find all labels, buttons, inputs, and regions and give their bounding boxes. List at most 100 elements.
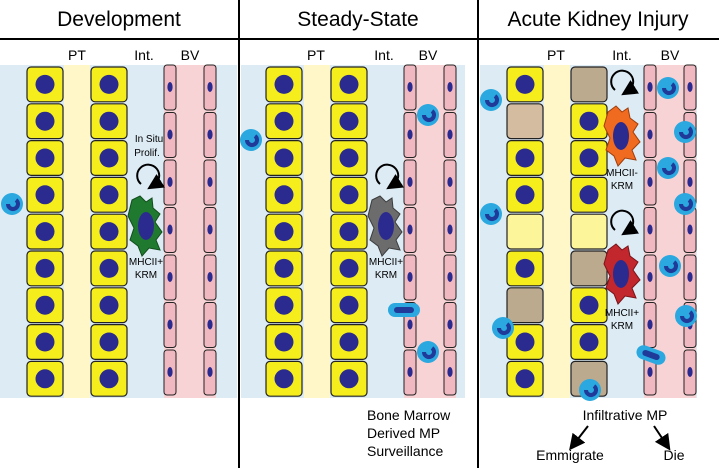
- endothelial-nucleus: [207, 319, 213, 330]
- panel-development: PT Int. BV In Situ Prolif. MHCII+ KRM: [0, 47, 237, 398]
- cell-nucleus: [274, 369, 294, 389]
- monocyte: [417, 104, 439, 126]
- krm-bottom-label-line2: KRM: [611, 321, 633, 332]
- endothelial-nucleus: [687, 177, 693, 187]
- cell-nucleus: [274, 111, 294, 131]
- krm-top-label-line2: KRM: [611, 181, 633, 192]
- tubule-cells-left: [26, 66, 64, 397]
- cell-nucleus: [515, 74, 535, 94]
- endothelial-nucleus: [207, 367, 213, 377]
- vessel-monocytes: [657, 77, 697, 327]
- cell-nucleus: [579, 332, 599, 352]
- cell-nucleus: [35, 74, 55, 94]
- endothelial-nucleus: [207, 129, 213, 140]
- cell-nucleus: [515, 148, 535, 168]
- cell-nucleus: [99, 295, 119, 315]
- cell-nucleus: [339, 295, 359, 315]
- endothelial-nucleus: [447, 82, 453, 92]
- monocyte: [240, 129, 262, 151]
- endothelial-nucleus: [167, 319, 173, 330]
- endothelial-nucleus: [207, 82, 213, 92]
- cell-nucleus: [579, 111, 599, 131]
- monocyte: [492, 317, 514, 339]
- outcome-die: Die: [663, 447, 684, 463]
- endothelial-nucleus: [167, 224, 173, 235]
- endothelial-nucleus: [407, 272, 413, 282]
- cell-nucleus: [515, 258, 535, 278]
- cell-nucleus: [35, 111, 55, 131]
- cell-nucleus: [339, 148, 359, 168]
- panel-aki: PT Int. BV MHCII- KRM MHCII+ KRM: [480, 47, 697, 463]
- endothelial-nucleus: [167, 272, 173, 282]
- cell-nucleus: [515, 185, 535, 205]
- endothelial-nucleus: [447, 129, 453, 140]
- krm-bottom-label-line1: MHCII+: [605, 308, 639, 319]
- endothelial-nucleus: [687, 272, 693, 282]
- endothelial-nucleus: [687, 367, 693, 377]
- endothelial-nucleus: [447, 224, 453, 235]
- endothelial-nucleus: [647, 319, 653, 330]
- monocyte: [1, 193, 23, 215]
- cell-nucleus: [579, 295, 599, 315]
- endothelial-nucleus: [447, 319, 453, 330]
- caption-line3: Surveillance: [367, 443, 443, 459]
- cell-nucleus: [35, 295, 55, 315]
- endothelial-nucleus: [407, 224, 413, 235]
- cell-nucleus: [515, 332, 535, 352]
- krm-macrophage-top: [603, 105, 641, 167]
- proliferation-arrow: [610, 209, 640, 236]
- endothelial-nucleus: [687, 224, 693, 235]
- label-int: Int.: [374, 47, 393, 63]
- label-bv: BV: [661, 47, 680, 63]
- endothelial-nucleus: [447, 272, 453, 282]
- panel-title-aki: Acute Kidney Injury: [508, 8, 689, 31]
- cell-nucleus: [99, 148, 119, 168]
- cell-nucleus: [274, 258, 294, 278]
- tubule-lumen: [64, 65, 90, 398]
- cell-nucleus: [274, 185, 294, 205]
- krm-label-line2: KRM: [375, 270, 397, 281]
- krm-macrophage: [127, 195, 163, 257]
- label-pt: PT: [68, 47, 86, 63]
- tubule-cells-left: [265, 66, 303, 397]
- cell-nucleus: [35, 258, 55, 278]
- krm-label-line1: MHCII+: [369, 257, 403, 268]
- arrow-emmigrate: [569, 425, 589, 451]
- cell-nucleus: [99, 111, 119, 131]
- caption-line2: Derived MP: [367, 425, 440, 441]
- annotation-in-situ: In Situ: [135, 134, 163, 145]
- cell-nucleus: [339, 258, 359, 278]
- endothelial-cells: [163, 64, 217, 396]
- tubule-lumen: [544, 65, 570, 398]
- endothelial-nucleus: [207, 272, 213, 282]
- panel-title-steady-state: Steady-State: [297, 8, 418, 31]
- tubule-cells-left: [506, 66, 544, 397]
- tubule-lumen: [304, 65, 330, 398]
- tubule-cell: [506, 213, 544, 250]
- endothelial-nucleus: [647, 367, 653, 377]
- tubule-cell: [506, 287, 544, 324]
- arrow-die: [653, 425, 671, 451]
- label-pt: PT: [307, 47, 325, 63]
- proliferation-arrow: [610, 69, 640, 96]
- endothelial-nucleus: [687, 82, 693, 92]
- endothelial-nucleus: [207, 224, 213, 235]
- endothelial-nucleus: [407, 367, 413, 377]
- cell-nucleus: [35, 185, 55, 205]
- tubule-cells-right: [570, 66, 608, 397]
- monocyte: [480, 89, 502, 111]
- cell-nucleus: [99, 222, 119, 242]
- cell-nucleus: [99, 258, 119, 278]
- endothelial-nucleus: [167, 82, 173, 92]
- cell-nucleus: [339, 185, 359, 205]
- extravasating-mp: [636, 345, 666, 365]
- cell-nucleus: [99, 369, 119, 389]
- endothelial-nucleus: [647, 82, 653, 92]
- tubule-cell: [506, 103, 544, 140]
- endothelial-nucleus: [647, 224, 653, 235]
- cell-nucleus: [515, 369, 535, 389]
- monocyte: [417, 341, 439, 363]
- endothelial-nucleus: [407, 82, 413, 92]
- extravasating-mp: [388, 303, 420, 317]
